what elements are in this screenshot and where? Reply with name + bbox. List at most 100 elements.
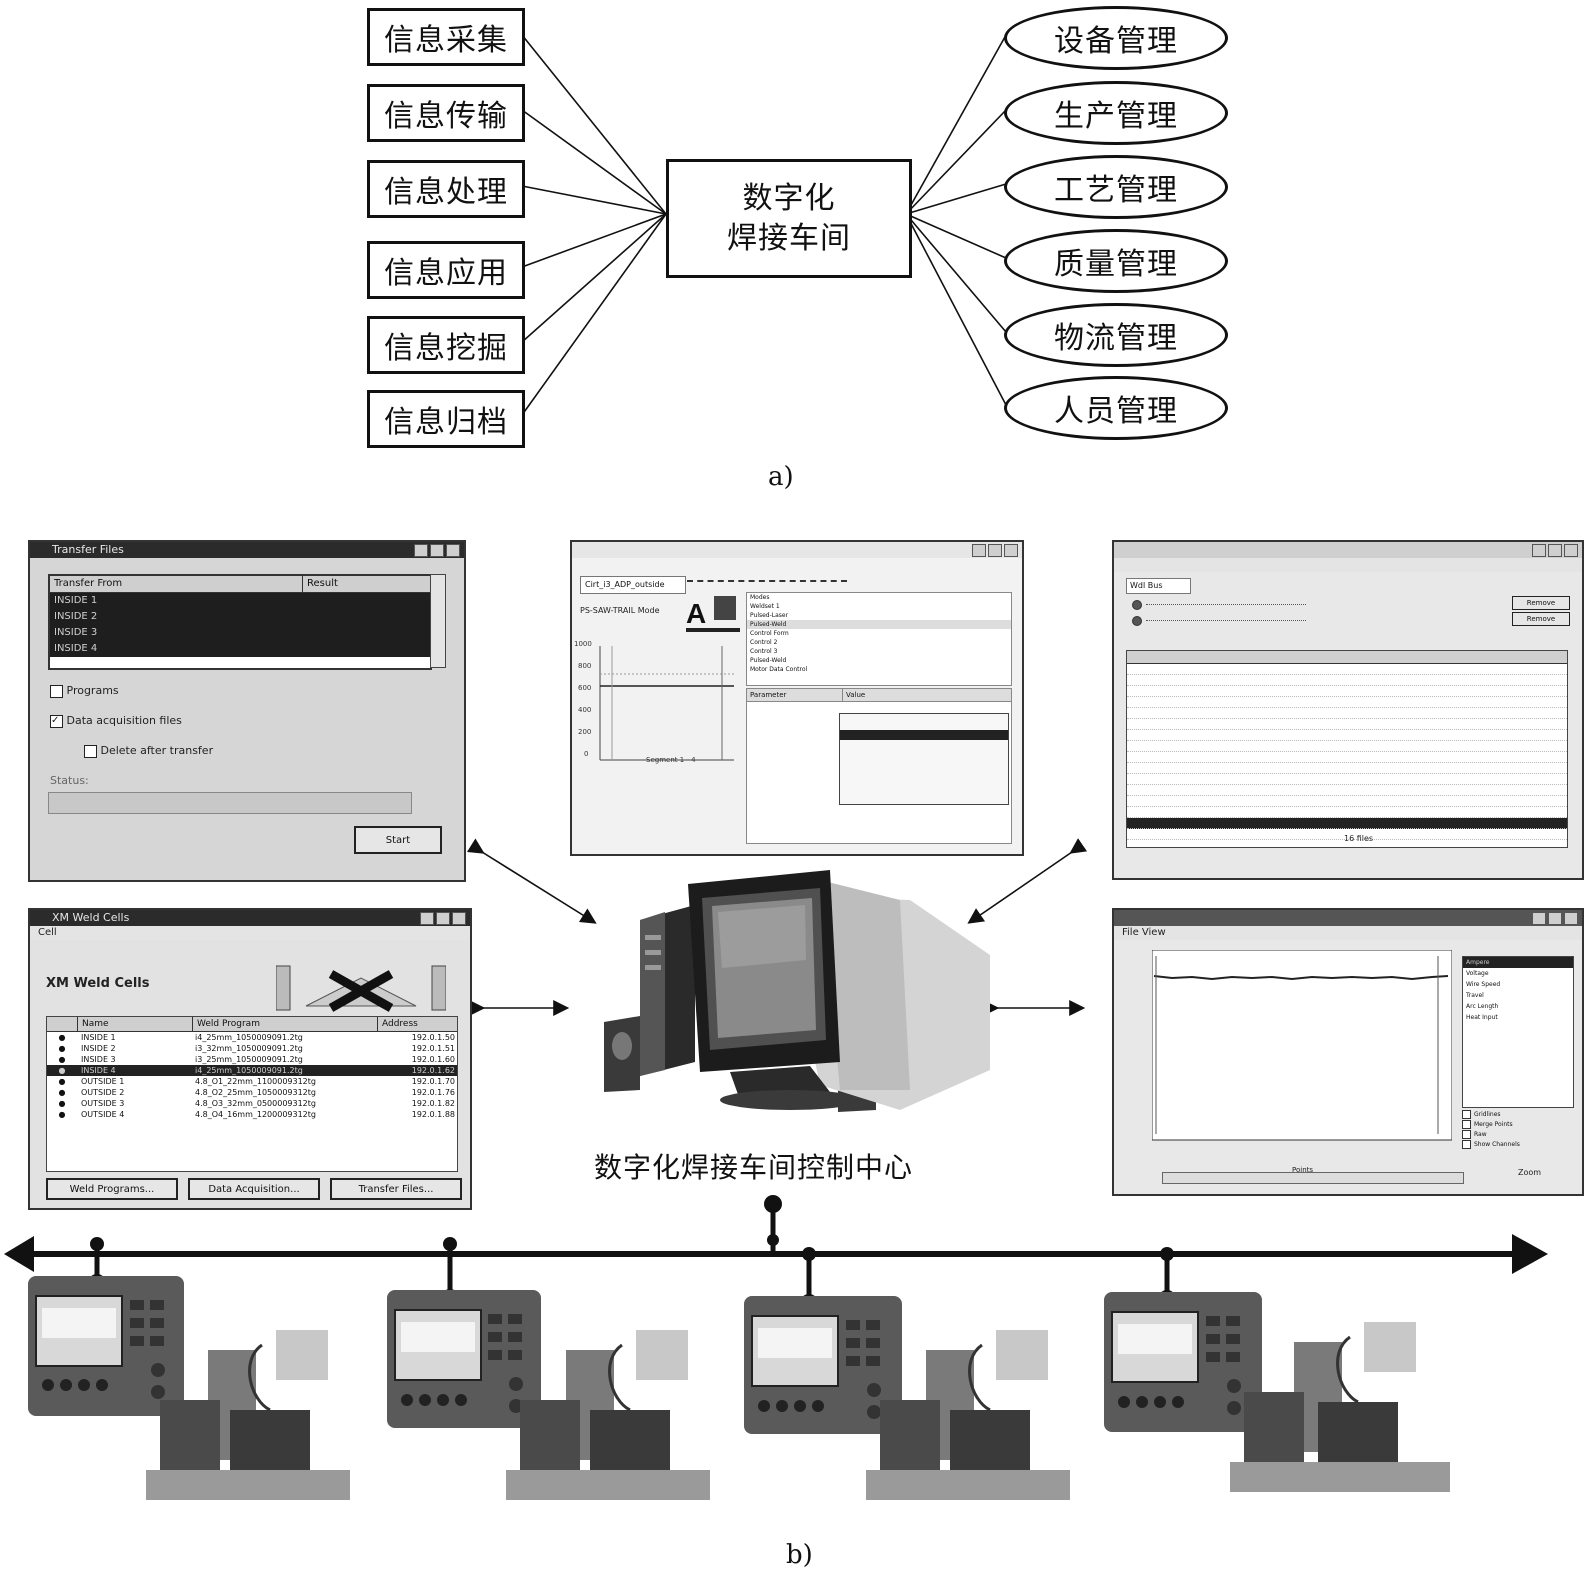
horizontal-scrollbar[interactable] <box>1162 1172 1464 1184</box>
cell-address: 192.0.1.51 <box>411 1044 455 1053</box>
list-item[interactable]: Arc Length <box>1466 1003 1499 1010</box>
table-row[interactable] <box>1127 807 1567 818</box>
graph-menu[interactable]: File View <box>1114 926 1582 940</box>
list-item[interactable]: Pulsed-Laser <box>750 612 789 619</box>
list-item[interactable]: INSIDE 2 <box>50 609 430 625</box>
list-item[interactable]: INSIDE 4 <box>50 641 430 657</box>
list-scrollbar[interactable] <box>430 574 446 668</box>
list-item[interactable]: Wire Speed <box>1466 981 1501 988</box>
cell-name: INSIDE 2 <box>81 1044 116 1053</box>
close-icon[interactable] <box>1004 544 1018 557</box>
data-acquisition-button[interactable]: Data Acquisition... <box>188 1178 320 1200</box>
data-files-checkbox[interactable]: ✓ <box>50 714 63 728</box>
programs-checkbox[interactable] <box>50 684 63 698</box>
remove-button-2[interactable]: Remove <box>1512 612 1570 626</box>
minimize-icon[interactable] <box>420 912 434 925</box>
list-item[interactable]: Control 3 <box>750 648 778 655</box>
weld-programs-button[interactable]: Weld Programs... <box>46 1178 178 1200</box>
maximize-icon[interactable] <box>430 544 444 557</box>
parameter-grid[interactable]: Parameter Value <box>746 688 1012 844</box>
table-row[interactable] <box>1127 730 1567 741</box>
transfer-list[interactable]: Transfer From Result INSIDE 1 INSIDE 2 I… <box>48 574 432 670</box>
minimize-icon[interactable] <box>414 544 428 557</box>
col-value[interactable]: Value <box>846 691 866 699</box>
close-icon[interactable] <box>446 544 460 557</box>
list-item[interactable]: Control Form <box>750 630 789 637</box>
table-row[interactable] <box>1127 686 1567 697</box>
col-address[interactable]: Address <box>382 1019 418 1029</box>
table-row[interactable] <box>1127 829 1567 840</box>
list-item[interactable]: INSIDE 1 <box>50 593 430 609</box>
list-item[interactable]: Ampere <box>1463 957 1573 968</box>
maximize-icon[interactable] <box>436 912 450 925</box>
start-button[interactable]: Start <box>354 826 442 854</box>
value-dropdown[interactable] <box>839 713 1009 805</box>
table-row[interactable] <box>1127 741 1567 752</box>
option-checkbox[interactable]: Gridlines <box>1462 1110 1520 1120</box>
cell-weld-program: i4_25mm_1050009091.2tg <box>195 1033 303 1042</box>
table-row[interactable] <box>1127 697 1567 708</box>
option-checkbox[interactable]: Merge Points <box>1462 1120 1520 1130</box>
table-row[interactable] <box>1127 774 1567 785</box>
col-parameter[interactable]: Parameter <box>747 689 843 701</box>
remove-button-1[interactable]: Remove <box>1512 596 1570 610</box>
maximize-icon[interactable] <box>1548 912 1562 925</box>
list-item[interactable]: Motor Data Control <box>750 666 808 673</box>
col-transfer-from[interactable]: Transfer From <box>50 576 303 592</box>
wdl-bus-tab[interactable]: Wdl Bus <box>1126 578 1191 594</box>
file-table[interactable] <box>1126 650 1568 848</box>
path-radio-2[interactable] <box>1132 616 1142 626</box>
option-checkbox[interactable]: Raw <box>1462 1130 1520 1140</box>
col-weld-program[interactable]: Weld Program <box>193 1017 378 1031</box>
weld-cells-heading: XM Weld Cells <box>46 976 150 991</box>
menu-cell[interactable]: Cell <box>30 926 470 940</box>
minimize-icon[interactable] <box>1532 912 1546 925</box>
table-row[interactable] <box>1127 785 1567 796</box>
right-connectors <box>905 34 1007 406</box>
table-row[interactable] <box>1127 719 1567 730</box>
list-item[interactable]: Modes <box>750 594 770 601</box>
table-row[interactable] <box>1127 796 1567 807</box>
table-row[interactable] <box>1127 675 1567 686</box>
table-row[interactable] <box>1127 818 1567 829</box>
col-result[interactable]: Result <box>307 578 338 589</box>
list-item[interactable]: Voltage <box>1466 970 1489 977</box>
close-icon[interactable] <box>1564 912 1578 925</box>
delete-after-checkbox[interactable] <box>84 744 97 758</box>
right-node-quality-mgmt: 质量管理 <box>1004 229 1228 293</box>
list-item[interactable]: Control 2 <box>750 639 778 646</box>
table-row[interactable] <box>1127 708 1567 719</box>
table-row[interactable] <box>1127 763 1567 774</box>
col-name[interactable]: Name <box>78 1017 193 1031</box>
list-item[interactable]: Weldset 1 <box>750 603 780 610</box>
close-icon[interactable] <box>452 912 466 925</box>
list-item[interactable]: Travel <box>1466 992 1484 999</box>
maximize-icon[interactable] <box>1548 544 1562 557</box>
program-tab[interactable]: Cirt_i3_ADP_outside <box>580 576 686 594</box>
option-checkbox[interactable]: Show Channels <box>1462 1140 1520 1150</box>
list-item[interactable]: Pulsed-Weld <box>750 657 787 664</box>
list-item[interactable]: Heat Input <box>1466 1014 1498 1021</box>
table-row[interactable] <box>1127 752 1567 763</box>
data-acquisition-window: Wdl Bus Remove Remove 16 files <box>1112 540 1584 880</box>
minimize-icon[interactable] <box>1532 544 1546 557</box>
close-icon[interactable] <box>1564 544 1578 557</box>
path-radio-1[interactable] <box>1132 600 1142 610</box>
path-line-2 <box>1146 620 1306 621</box>
list-item[interactable]: INSIDE 3 <box>50 625 430 641</box>
maximize-icon[interactable] <box>988 544 1002 557</box>
table-row[interactable] <box>1127 664 1567 675</box>
transfer-files-button[interactable]: Transfer Files... <box>330 1178 462 1200</box>
minimize-icon[interactable] <box>972 544 986 557</box>
list-item[interactable]: Pulsed-Weld <box>747 620 1011 629</box>
